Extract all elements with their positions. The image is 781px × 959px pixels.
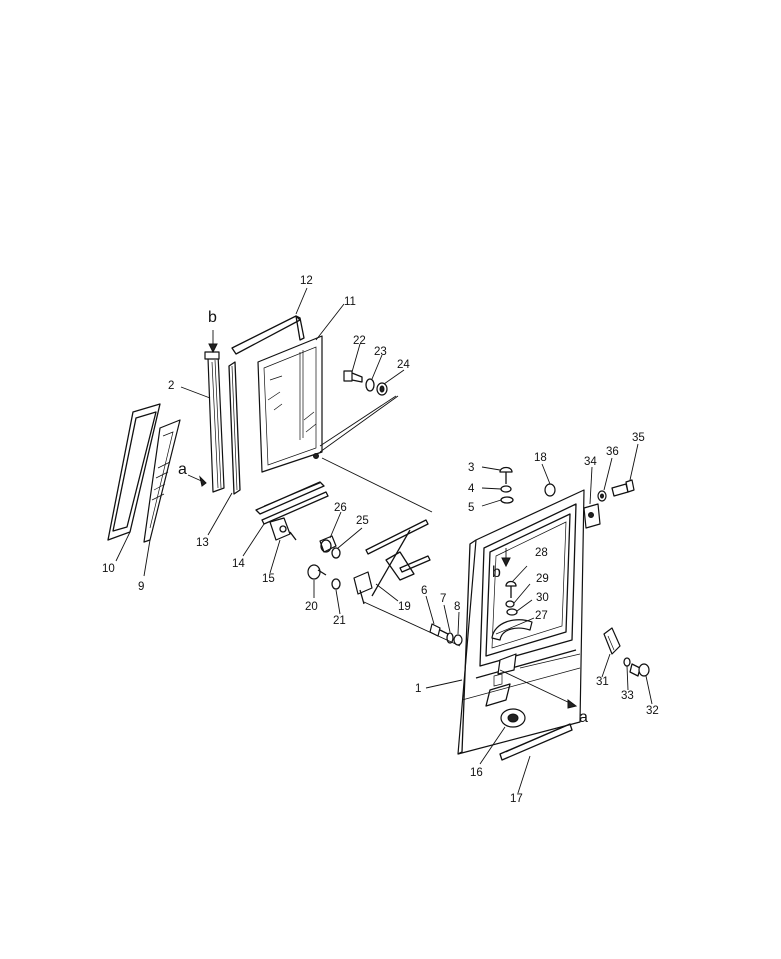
part-14-lower-channel	[255, 481, 329, 525]
label-23: 23	[374, 346, 387, 358]
label-2: 2	[168, 380, 174, 392]
label-20: 20	[305, 601, 318, 613]
label-28: 28	[535, 547, 548, 559]
label-30: 30	[536, 592, 549, 604]
label-22: 22	[353, 335, 366, 347]
label-24: 24	[397, 359, 410, 371]
part-32-bolt	[629, 663, 650, 677]
label-31: 31	[596, 676, 609, 688]
label-27: 27	[535, 610, 548, 622]
arrow-b-door	[501, 548, 511, 568]
part-17-lower-strip	[499, 723, 573, 761]
part-13-vertical-seal	[228, 361, 241, 495]
label-10: 10	[102, 563, 115, 575]
label-9: 9	[138, 581, 144, 593]
part-20-stopper	[307, 564, 327, 580]
part-27-handle	[491, 619, 533, 641]
label-8: 8	[454, 601, 460, 613]
part-26-roller	[319, 535, 337, 553]
label-18: 18	[534, 452, 547, 464]
label-19: 19	[398, 601, 411, 613]
part-18-plug	[544, 483, 556, 497]
label-17: 17	[510, 793, 523, 805]
label-3: 3	[468, 462, 474, 474]
label-12: 12	[300, 275, 313, 287]
part-34-latch	[583, 503, 601, 529]
part-22-bolt	[343, 370, 363, 383]
part-6-bolt	[429, 623, 449, 637]
part-36-washer	[597, 490, 607, 502]
part-9-sliding-glass	[143, 419, 181, 543]
label-6: 6	[421, 585, 427, 597]
label-32: 32	[646, 705, 659, 717]
label-16: 16	[470, 767, 483, 779]
label-14: 14	[232, 558, 245, 570]
part-25-washer	[331, 547, 341, 559]
part-30-washer	[506, 608, 518, 616]
label-33: 33	[621, 690, 634, 702]
arrow-a-left	[187, 474, 207, 487]
part-29-washer	[505, 600, 515, 608]
marker-a-door: a	[579, 709, 588, 726]
label-5: 5	[468, 502, 474, 514]
label-34: 34	[584, 456, 597, 468]
leader-lines	[115, 287, 653, 794]
label-7: 7	[440, 593, 446, 605]
label-25: 25	[356, 515, 369, 527]
part-23-washer	[365, 378, 375, 392]
label-13: 13	[196, 537, 209, 549]
part-number-labels: 1 2 3 4 5 6 7 8 9 10 11 12 13 14 15 16 1…	[102, 275, 659, 805]
label-26: 26	[334, 502, 347, 514]
marker-letters: b a b a	[178, 309, 588, 726]
label-1: 1	[415, 683, 421, 695]
label-29: 29	[536, 573, 549, 585]
part-3-screw	[499, 466, 513, 484]
part-16-handle-cover	[500, 708, 526, 728]
marker-b-top: b	[208, 309, 217, 326]
label-36: 36	[606, 446, 619, 458]
part-4-washer	[500, 485, 512, 493]
part-2-vertical-channel	[204, 351, 225, 493]
part-7-washer	[446, 632, 454, 644]
label-35: 35	[632, 432, 645, 444]
part-8-nut	[453, 634, 463, 646]
part-31-striker	[603, 627, 621, 655]
leader-lines-center	[319, 395, 461, 647]
arrow-b-top	[208, 330, 218, 354]
part-19-regulator	[353, 519, 431, 605]
part-5-washer	[500, 496, 514, 504]
marker-b-door: b	[492, 564, 501, 581]
part-15-bracket	[269, 517, 297, 541]
part-24-nut	[376, 382, 388, 396]
arrow-a-door	[499, 669, 578, 709]
label-15: 15	[262, 573, 275, 585]
label-11: 11	[344, 296, 356, 308]
part-33-washer	[623, 657, 631, 667]
part-11-door-glass	[257, 335, 323, 473]
part-35-bolt	[611, 479, 635, 497]
part-12-top-seal	[231, 315, 305, 355]
label-4: 4	[468, 483, 475, 495]
part-21-washer	[331, 578, 341, 590]
marker-a-left: a	[178, 461, 187, 478]
label-21: 21	[333, 615, 346, 627]
